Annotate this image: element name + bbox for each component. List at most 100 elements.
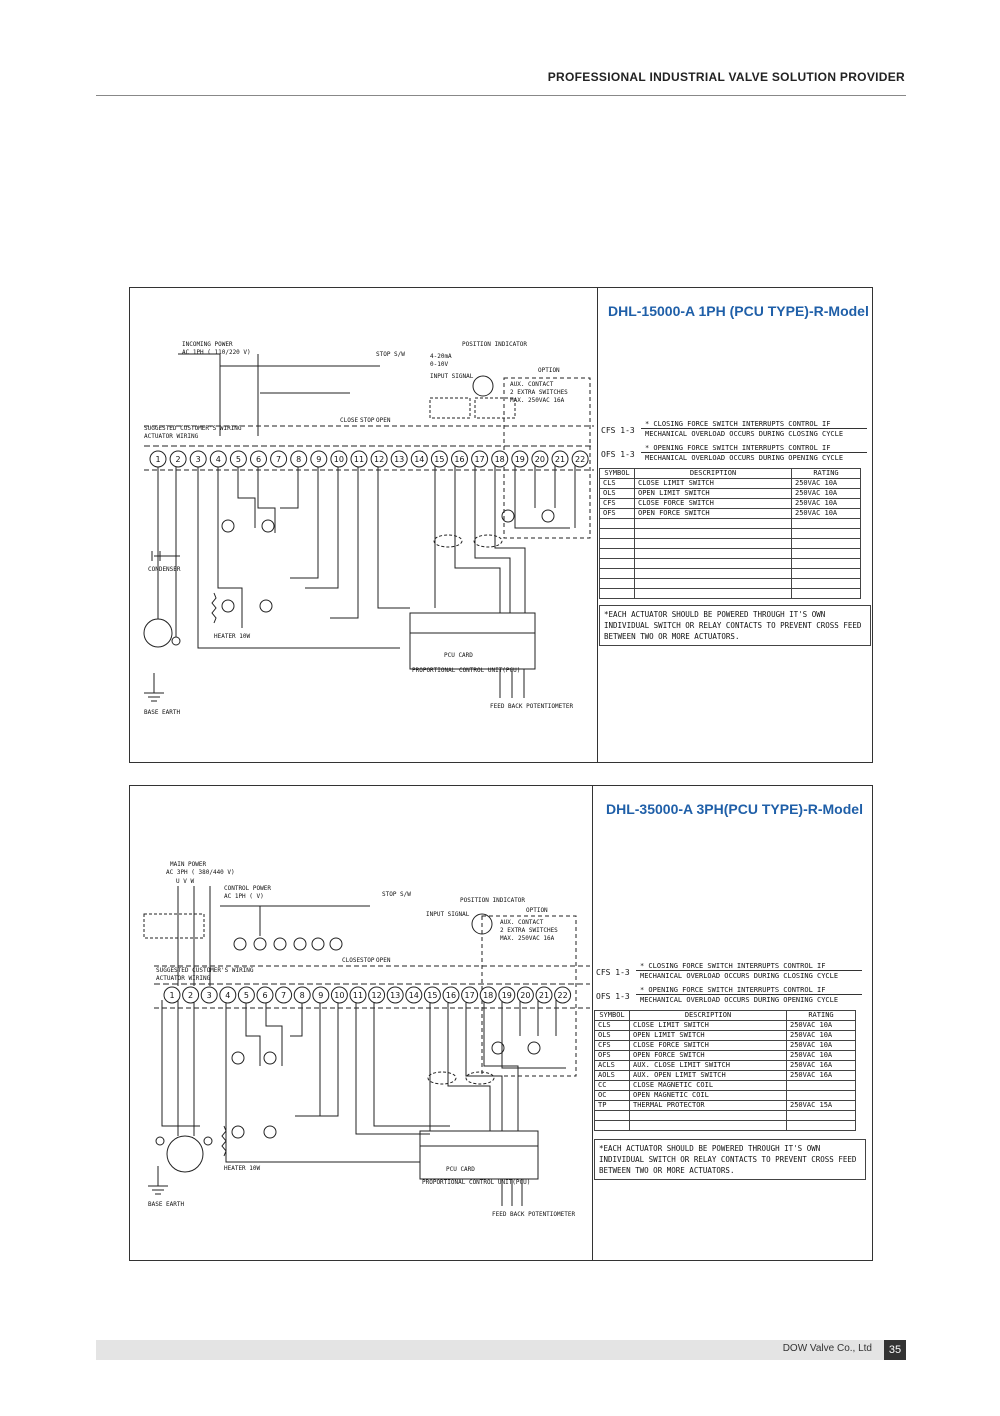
terminal-label: 7 — [281, 991, 286, 1000]
terminal-label: 15 — [427, 991, 437, 1000]
table-cell: 250VAC 10A — [786, 1030, 856, 1041]
control-power-label: CONTROL POWER — [224, 885, 271, 892]
table-cell: OPEN FORCE SWITCH — [629, 1050, 787, 1061]
note-line-1: * OPENING FORCE SWITCH INTERRUPTS CONTRO… — [636, 986, 862, 995]
table-cell: AUX. CLOSE LIMIT SWITCH — [629, 1060, 787, 1071]
table-cell: CLOSE FORCE SWITCH — [629, 1040, 787, 1051]
table-cell: 250VAC 15A — [786, 1100, 856, 1111]
terminal-17 — [461, 986, 479, 1004]
table-header-cell: SYMBOL — [599, 468, 635, 479]
terminal-label: 14 — [414, 455, 424, 464]
control-power-spec-label: AC 1PH ( V) — [224, 893, 264, 900]
terminal-5 — [237, 986, 255, 1004]
table-cell — [599, 518, 635, 529]
table-cell — [599, 588, 635, 599]
terminal-7 — [275, 986, 293, 1004]
terminal-label: 15 — [434, 455, 444, 464]
terminal-3 — [200, 986, 218, 1004]
table-cell — [594, 1110, 630, 1121]
customer-wiring-label: SUGGESTED CUSTOMER'S WIRING — [156, 967, 254, 974]
terminal-15 — [423, 986, 441, 1004]
note-code: CFS 1-3 — [596, 968, 630, 977]
table-cell — [791, 558, 861, 569]
terminal-2 — [182, 986, 200, 1004]
terminal-label: 22 — [558, 991, 568, 1000]
pcu-card-label: PCU CARD — [446, 1166, 475, 1173]
position-indicator-label: POSITION INDICATOR — [460, 897, 525, 904]
terminal-5 — [229, 450, 247, 468]
table-cell: AOLS — [594, 1070, 630, 1081]
terminal-19 — [511, 450, 529, 468]
note-code: OFS 1-3 — [601, 450, 635, 459]
panel-divider — [597, 288, 598, 762]
table-row — [599, 548, 861, 559]
stop-switch-label: STOP S/W — [376, 351, 405, 358]
stop-label: STOP — [360, 417, 375, 424]
terminal-18 — [479, 986, 497, 1004]
table-cell: ACLS — [594, 1060, 630, 1071]
table-cell — [634, 588, 792, 599]
table-header-cell: RATING — [786, 1010, 856, 1021]
terminal-label: 21 — [539, 991, 549, 1000]
table-header-cell: DESCRIPTION — [634, 468, 792, 479]
terminal-13 — [386, 986, 404, 1004]
table-cell: AUX. OPEN LIMIT SWITCH — [629, 1070, 787, 1081]
terminal-1 — [163, 986, 181, 1004]
proportional-control-label: PROPORTIONAL CONTROL UNIT(PCU) — [412, 667, 520, 674]
table-header-cell: DESCRIPTION — [629, 1010, 787, 1021]
table-row — [594, 1120, 856, 1131]
note-line-1: * OPENING FORCE SWITCH INTERRUPTS CONTRO… — [641, 444, 867, 453]
terminal-label: 18 — [495, 455, 505, 464]
note-cfs: CFS 1-3 * CLOSING FORCE SWITCH INTERRUPT… — [592, 962, 866, 986]
terminal-19 — [498, 986, 516, 1004]
table-cell — [786, 1110, 856, 1121]
table-header-cell: RATING — [791, 468, 861, 479]
terminal-label: 6 — [256, 455, 261, 464]
close-label: CLOSE — [340, 417, 358, 424]
table-cell — [791, 528, 861, 539]
terminal-21 — [535, 986, 553, 1004]
terminal-3 — [189, 450, 207, 468]
terminal-10 — [330, 450, 348, 468]
terminal-label: 21 — [555, 455, 565, 464]
terminal-22 — [571, 450, 589, 468]
table-cell: 250VAC 10A — [791, 498, 861, 509]
note-line-2: MECHANICAL OVERLOAD OCCURS DURING OPENIN… — [640, 996, 839, 1004]
terminal-label: 8 — [300, 991, 305, 1000]
note-code: CFS 1-3 — [601, 426, 635, 435]
table-cell — [791, 538, 861, 549]
terminal-label: 19 — [502, 991, 512, 1000]
table-cell: CLOSE MAGNETIC COIL — [629, 1080, 787, 1091]
table-cell: 250VAC 10A — [786, 1020, 856, 1031]
table-cell — [786, 1120, 856, 1131]
signal-option-1-label: 4-20mA — [430, 353, 452, 360]
table-cell — [599, 548, 635, 559]
header-title: PROFESSIONAL INDUSTRIAL VALVE SOLUTION P… — [547, 70, 905, 84]
terminal-13 — [390, 450, 408, 468]
pcu-card-label: PCU CARD — [444, 652, 473, 659]
base-earth-label: BASE EARTH — [148, 1201, 185, 1208]
terminal-label: 18 — [483, 991, 493, 1000]
terminal-label: 22 — [575, 455, 585, 464]
table-cell: OFS — [594, 1050, 630, 1061]
terminal-16 — [451, 450, 468, 468]
actuator-wiring-label: ACTUATOR WIRING — [156, 975, 211, 982]
main-power-spec-label: AC 3PH ( 380/440 V) — [166, 869, 235, 876]
aux-contact-label: AUX. CONTACT — [510, 381, 554, 388]
aux-rating-label: MAX. 250VAC 16A — [510, 397, 565, 404]
table-cell: OPEN MAGNETIC COIL — [629, 1090, 787, 1101]
aux-contact-label: AUX. CONTACT — [500, 919, 544, 926]
table-cell — [634, 548, 792, 559]
table-cell: CLOSE LIMIT SWITCH — [629, 1020, 787, 1031]
table-cell — [599, 578, 635, 589]
note-ofs: OFS 1-3 * OPENING FORCE SWITCH INTERRUPT… — [592, 986, 866, 1010]
